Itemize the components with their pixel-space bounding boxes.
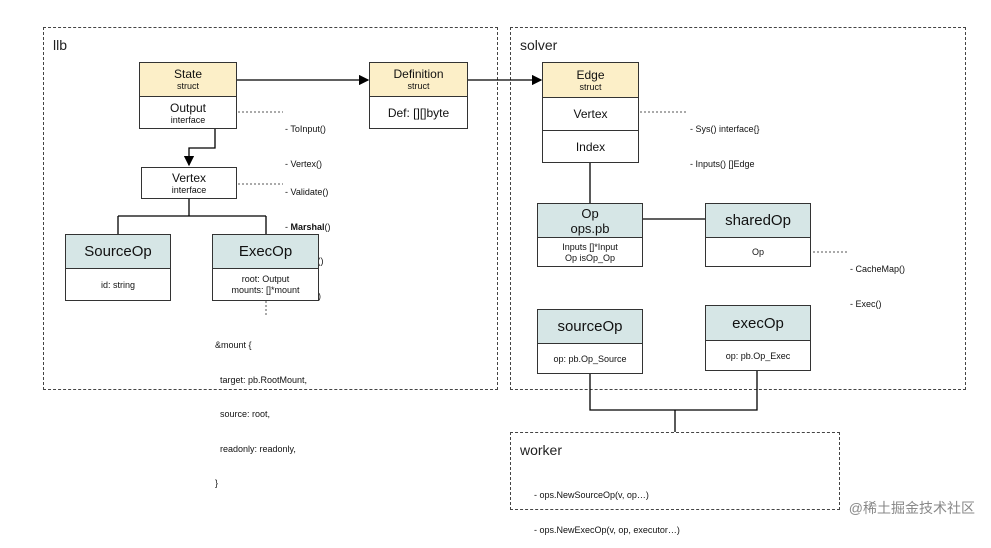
- op-pb-field-row: Inputs []*Input Op isOp_Op: [538, 237, 642, 267]
- solver-sourceop-header: sourceOp: [538, 310, 642, 343]
- sharedop-method: - Exec(): [850, 298, 882, 309]
- op-pb-subtitle: ops.pb: [570, 220, 610, 236]
- solver-sourceop-field-row: op: pb.Op_Source: [538, 343, 642, 374]
- state-output-title: Output: [169, 100, 207, 115]
- vertex-title: Vertex: [171, 171, 207, 185]
- definition-kind: struct: [407, 81, 430, 91]
- worker-region-title: worker: [520, 442, 563, 458]
- vertex-method-bold: Marshal: [290, 221, 325, 232]
- llb-execop-title: ExecOp: [238, 243, 293, 260]
- llb-sourceop-field-row: id: string: [66, 268, 170, 301]
- edge-vertex-method: - Inputs() []Edge: [690, 158, 755, 169]
- solver-region-title: solver: [520, 37, 558, 53]
- state-kind: struct: [176, 81, 199, 91]
- solver-execop-field-row: op: pb.Op_Exec: [706, 340, 810, 371]
- solver-region: [510, 27, 966, 390]
- llb-region-title: llb: [53, 37, 68, 53]
- edge-vertex: Vertex: [573, 107, 608, 121]
- op-pb-field: Inputs []*Input: [562, 241, 618, 252]
- edge-vertex-method: - Sys() interface{}: [690, 124, 760, 134]
- vertex-method-marshal: - Marshal(): [285, 222, 331, 234]
- vertex-method-prefix: -: [285, 221, 291, 232]
- mount-line: }: [215, 478, 219, 488]
- solver-execop-box: execOp op: pb.Op_Exec: [705, 305, 811, 371]
- edge-box: Edge struct Vertex Index: [542, 62, 639, 163]
- op-pb-header: Op ops.pb: [538, 204, 642, 237]
- edge-title: Edge: [576, 67, 605, 82]
- sharedop-header: sharedOp: [706, 204, 810, 237]
- output-to-vertex-arrow: [183, 129, 216, 167]
- sharedop-box: sharedOp Op: [705, 203, 811, 267]
- llb-execop-header: ExecOp: [213, 235, 318, 268]
- mount-line: readonly: readonly,: [215, 443, 296, 454]
- vertex-cell: Vertex interface: [142, 168, 236, 199]
- worker-lines-note: - ops.NewSourceOp(v, op…) - ops.NewExecO…: [534, 467, 680, 548]
- sharedop-field: Op: [751, 247, 764, 257]
- output-method: - Vertex(): [285, 158, 323, 169]
- solver-sourceop-box: sourceOp op: pb.Op_Source: [537, 309, 643, 374]
- sharedop-methods-note: - CacheMap() - Exec(): [850, 241, 905, 322]
- mount-line: source: root,: [215, 409, 271, 419]
- mount-line: &mount {: [215, 340, 252, 350]
- llb-sourceop-title: SourceOp: [84, 243, 152, 260]
- definition-header: Definition struct: [370, 63, 467, 96]
- solver-sourceop-title: sourceOp: [557, 318, 623, 335]
- llb-execop-field: root: Output: [241, 274, 290, 284]
- mount-line: target: pb.RootMount,: [215, 374, 308, 385]
- llb-execop-field: mounts: []*mount: [231, 285, 300, 295]
- state-title: State: [173, 67, 203, 81]
- edge-index: Index: [575, 140, 606, 154]
- output-method: - ToInput(): [285, 124, 326, 134]
- state-header: State struct: [140, 63, 236, 96]
- edge-kind: struct: [579, 81, 602, 92]
- vertex-method-suffix: (): [324, 221, 331, 232]
- solver-execop-field: op: pb.Op_Exec: [725, 350, 791, 361]
- llb-sourceop-box: SourceOp id: string: [65, 234, 171, 301]
- state-output-row: Output interface: [140, 96, 236, 129]
- definition-title: Definition: [393, 67, 444, 81]
- state-box: State struct Output interface: [139, 62, 237, 129]
- connectors: [117, 74, 848, 432]
- solver-execop-title: execOp: [732, 314, 784, 332]
- vertex-kind: interface: [171, 185, 207, 195]
- watermark: @稀土掘金技术社区: [848, 500, 975, 516]
- vertex-method: - Validate(): [285, 187, 329, 197]
- sharedop-method: - CacheMap(): [850, 264, 906, 274]
- sharedop-title: sharedOp: [725, 212, 791, 229]
- op-pb-field: Op isOp_Op: [564, 252, 616, 263]
- output-methods-note: - ToInput() - Vertex(): [285, 101, 326, 182]
- op-pb-title: Op: [581, 205, 599, 221]
- llb-execop-box: ExecOp root: Output mounts: []*mount: [212, 234, 319, 301]
- state-output-kind: interface: [170, 114, 206, 125]
- edge-vertex-row: Vertex: [543, 97, 638, 130]
- definition-box: Definition struct Def: [][]byte: [369, 62, 468, 129]
- solver-execop-header: execOp: [706, 306, 810, 340]
- mount-literal-note: &mount { target: pb.RootMount, source: r…: [215, 317, 307, 501]
- worker-line: - ops.NewSourceOp(v, op…): [534, 490, 649, 500]
- vertex-box: Vertex interface: [141, 167, 237, 199]
- edge-header: Edge struct: [543, 63, 638, 97]
- worker-region: [510, 432, 840, 510]
- llb-execop-field-row: root: Output mounts: []*mount: [213, 268, 318, 301]
- llb-region: [43, 27, 498, 390]
- op-pb-box: Op ops.pb Inputs []*Input Op isOp_Op: [537, 203, 643, 267]
- sharedop-field-row: Op: [706, 237, 810, 267]
- worker-line: - ops.NewExecOp(v, op, executor…): [534, 524, 680, 535]
- definition-field: Def: [][]byte: [387, 106, 450, 120]
- solver-sourceop-field: op: pb.Op_Source: [553, 353, 627, 364]
- edge-vertex-methods-note: - Sys() interface{} - Inputs() []Edge: [690, 101, 760, 182]
- llb-sourceop-field: id: string: [100, 279, 135, 290]
- solverops-to-worker-line: [589, 371, 758, 411]
- llb-sourceop-header: SourceOp: [66, 235, 170, 268]
- definition-field-row: Def: [][]byte: [370, 96, 467, 129]
- edge-index-row: Index: [543, 130, 638, 163]
